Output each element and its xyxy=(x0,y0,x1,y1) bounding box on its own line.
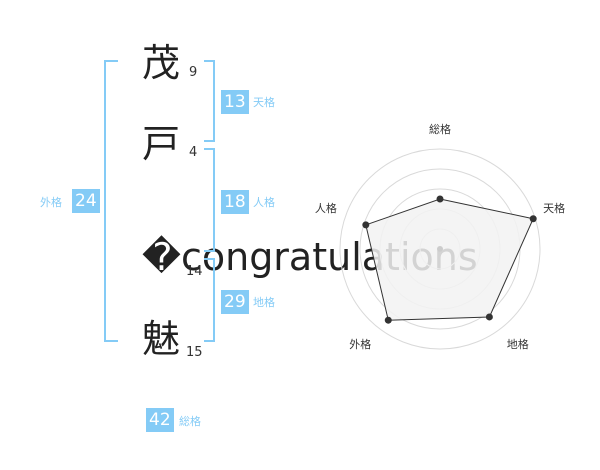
tenkaku-value-badge: 13 xyxy=(221,90,249,114)
tenkaku-bracket xyxy=(204,60,215,142)
soukaku-value-badge: 42 xyxy=(146,408,174,432)
gaikaku-value-badge: 24 xyxy=(72,189,100,213)
stroke-count-1: 9 xyxy=(189,65,198,80)
radar-axis-label-5: 人格 xyxy=(315,201,337,215)
gaikaku-bracket xyxy=(104,60,118,342)
radar-center-dot xyxy=(437,246,443,252)
stroke-count-2: 4 xyxy=(189,145,198,160)
soukaku-label: 総格 xyxy=(179,415,201,428)
radar-grid-ring xyxy=(339,148,541,350)
radar-axis-label-2: 天格 xyxy=(543,201,565,215)
chikaku-bracket xyxy=(204,258,215,342)
radar-axis-label-3: 地格 xyxy=(507,337,529,351)
radar-axis-label-4: 外格 xyxy=(349,337,371,351)
name-char-2: 戸 xyxy=(142,122,181,166)
radar-point-3 xyxy=(485,313,493,321)
jinkaku-label: 人格 xyxy=(253,196,275,209)
stroke-count-3: 14 xyxy=(186,264,203,279)
radar-point-1 xyxy=(436,195,444,203)
radar-point-2 xyxy=(529,215,537,223)
tenkaku-label: 天格 xyxy=(253,96,275,109)
chikaku-value-badge: 29 xyxy=(221,290,249,314)
stroke-count-4: 15 xyxy=(186,345,203,360)
radar-series-polygon xyxy=(365,198,534,321)
jinkaku-value-badge: 18 xyxy=(221,190,249,214)
radar-axis-label-1: 総格 xyxy=(429,122,451,136)
name-char-1: 茂 xyxy=(142,41,181,85)
radar-point-4 xyxy=(384,316,392,324)
gaikaku-label: 外格 xyxy=(40,196,62,209)
name-char-4: 魅 xyxy=(142,317,181,361)
radar-point-5 xyxy=(362,221,370,229)
chikaku-label: 地格 xyxy=(253,296,275,309)
jinkaku-bracket xyxy=(204,148,215,252)
